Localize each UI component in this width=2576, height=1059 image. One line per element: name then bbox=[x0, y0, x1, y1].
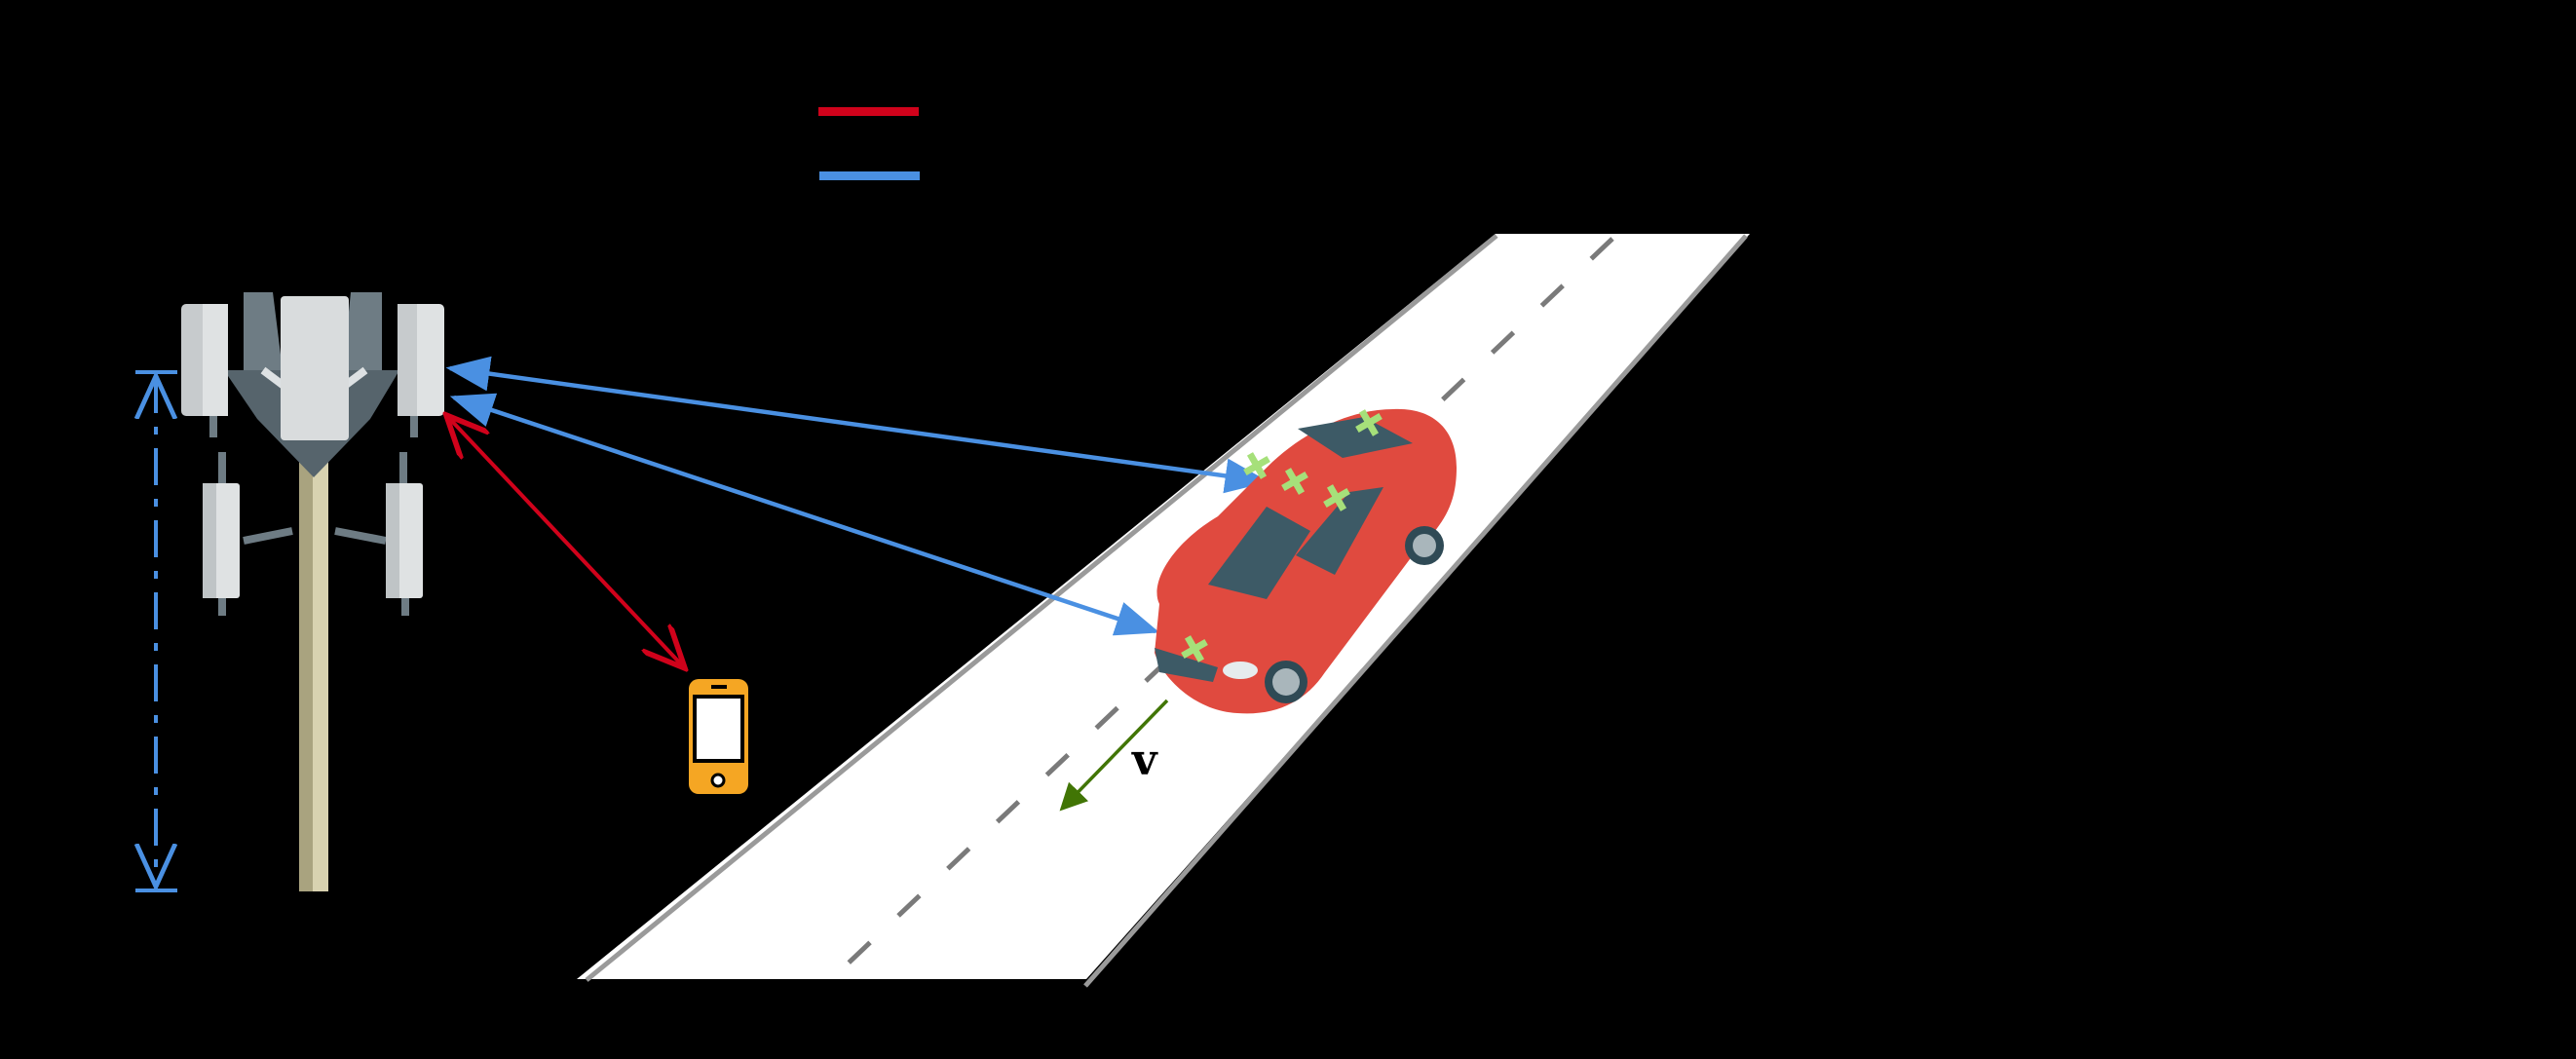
sensing-markers bbox=[1181, 409, 1383, 662]
smartphone-icon bbox=[689, 679, 748, 794]
legend-line-sensing bbox=[819, 171, 920, 180]
cell-tower-icon bbox=[181, 292, 444, 891]
link-bs-car-1 bbox=[445, 356, 1269, 494]
lane-divider bbox=[822, 237, 1614, 988]
legend bbox=[818, 107, 920, 180]
link-bs-car-2 bbox=[449, 393, 1160, 636]
road-right-edge bbox=[1083, 234, 1748, 988]
velocity-label: v bbox=[1132, 736, 1157, 785]
velocity-arrow bbox=[1059, 699, 1169, 812]
red-car-icon bbox=[1155, 408, 1457, 714]
legend-line-communication bbox=[818, 107, 919, 116]
height-marker bbox=[135, 370, 177, 892]
link-bs-ue bbox=[446, 415, 685, 668]
